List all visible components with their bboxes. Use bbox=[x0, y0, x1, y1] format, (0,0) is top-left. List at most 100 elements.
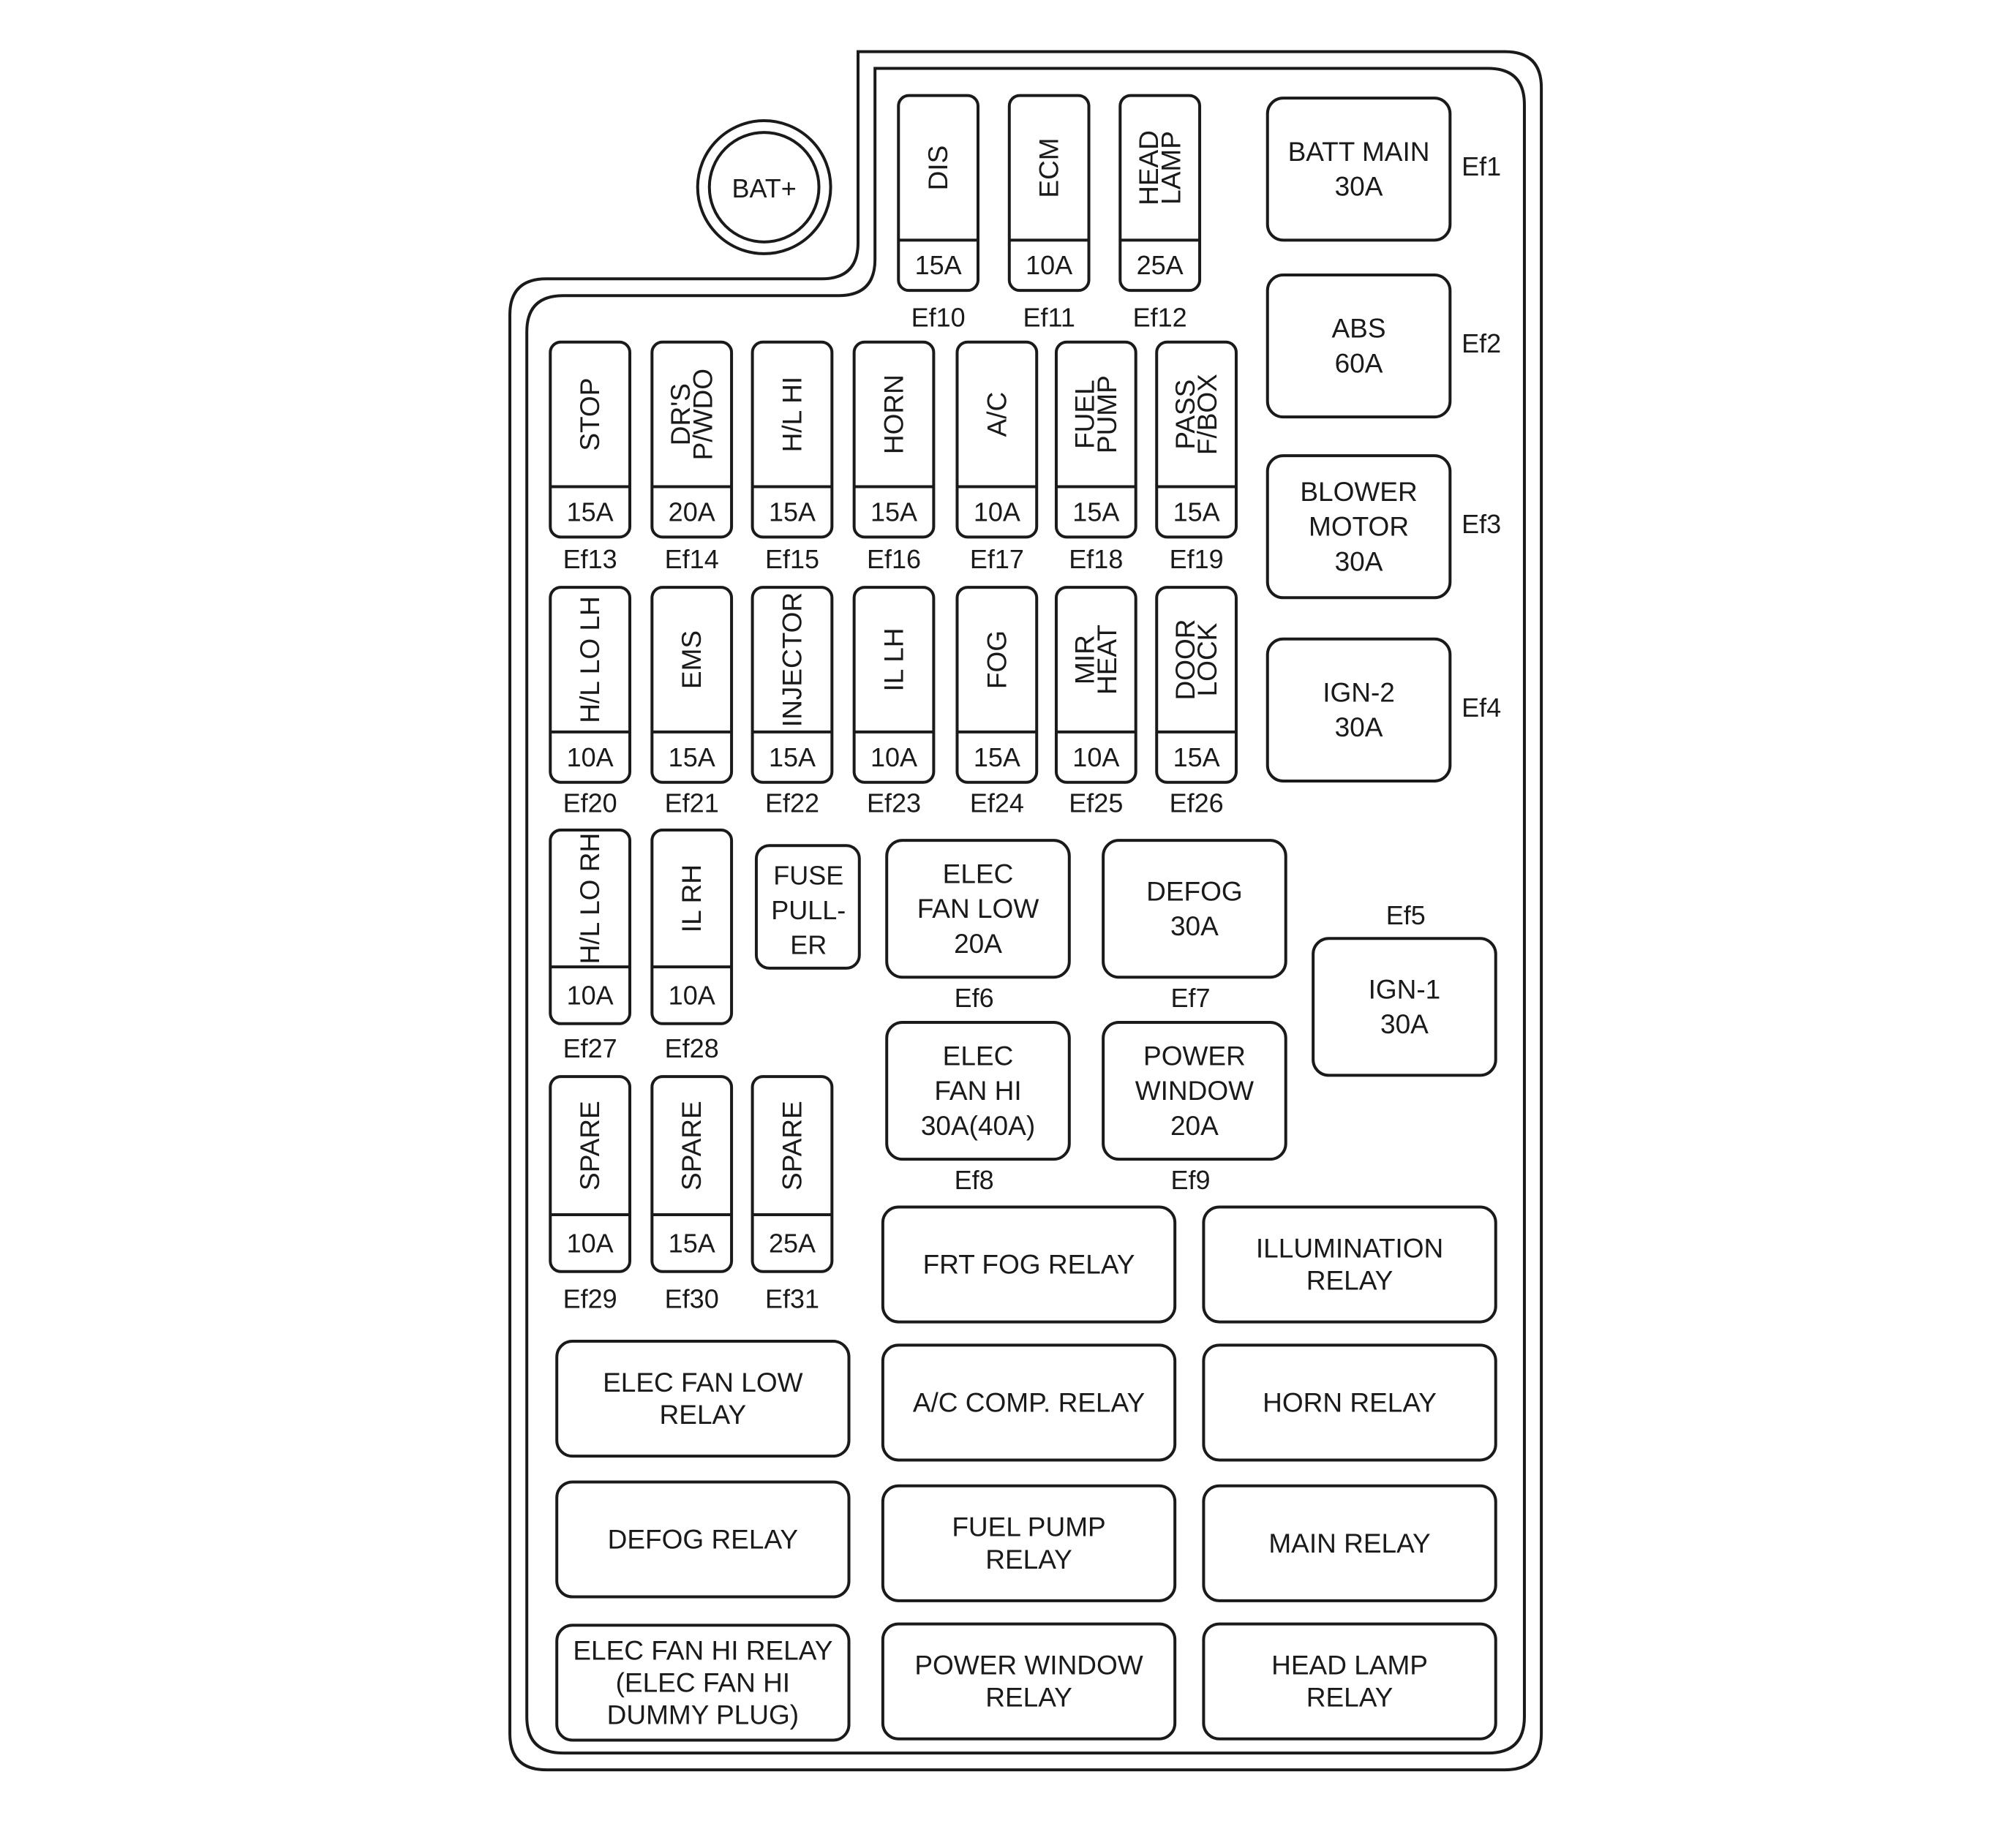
fuse-ef29: SPARE 10A Ef29 bbox=[549, 1075, 632, 1313]
fuse-rating: 25A bbox=[1137, 250, 1184, 280]
fuse-id-label: Ef24 bbox=[970, 788, 1024, 818]
fuse-ef6-label: 20A bbox=[954, 929, 1002, 959]
elec-fan-low-relay-body bbox=[555, 1340, 851, 1458]
fuse-name: H/L LO LH bbox=[575, 596, 605, 723]
fuse-id-label: Ef7 bbox=[1171, 983, 1211, 1013]
fuse-body bbox=[549, 340, 632, 539]
fuse-ef1-label: 30A bbox=[1335, 172, 1383, 202]
fuse-id-label: Ef28 bbox=[665, 1033, 719, 1063]
fuse-name: LOCK bbox=[1192, 622, 1222, 696]
fuse-body bbox=[852, 586, 936, 784]
head-lamp-relay-label: RELAY bbox=[1306, 1683, 1393, 1713]
fuse-id-label: Ef21 bbox=[665, 788, 719, 818]
elec-fan-hi-relay-label: (ELEC FAN HI bbox=[616, 1667, 791, 1697]
fuse-puller-label: ER bbox=[790, 930, 827, 960]
battery-terminal: BAT+ bbox=[696, 119, 832, 255]
fuse-id-label: Ef2 bbox=[1462, 328, 1501, 358]
fuse-rating: 15A bbox=[915, 250, 962, 280]
fuse-ef2-label: 60A bbox=[1335, 348, 1383, 378]
fuse-body bbox=[1118, 94, 1202, 293]
power-window-relay-body bbox=[881, 1622, 1177, 1741]
fuse-rating: 10A bbox=[567, 742, 614, 772]
fuse-puller-label: PULL- bbox=[771, 895, 846, 925]
head-lamp-relay-label: HEAD LAMP bbox=[1271, 1651, 1428, 1681]
fuse-ef2-label: ABS bbox=[1332, 314, 1386, 344]
fuse-name: FOG bbox=[982, 630, 1012, 689]
fuse-ef9-label: WINDOW bbox=[1135, 1076, 1254, 1106]
housing-outer-outline bbox=[508, 50, 1543, 1772]
elec-fan-low-relay-label: ELEC FAN LOW bbox=[603, 1368, 803, 1398]
fuse-id-label: Ef25 bbox=[1069, 788, 1123, 818]
fuse-puller-body bbox=[754, 844, 861, 970]
fuse-rating: 10A bbox=[567, 1228, 614, 1258]
fuse-ef8-body bbox=[885, 1021, 1071, 1161]
fuse-id-label: Ef23 bbox=[867, 788, 921, 818]
fuse-id-label: Ef20 bbox=[563, 788, 617, 818]
fuse-ef5-label: IGN-1 bbox=[1369, 975, 1441, 1005]
fuse-body bbox=[650, 1075, 734, 1273]
fuse-ef1-body bbox=[1265, 97, 1452, 242]
fuse-ef9-body bbox=[1102, 1021, 1287, 1161]
fuse-rating: 15A bbox=[974, 742, 1020, 772]
fuse-rating: 10A bbox=[1072, 742, 1119, 772]
frt-fog-relay-body bbox=[881, 1205, 1177, 1324]
fuse-id-label: Ef29 bbox=[563, 1283, 617, 1313]
fuse-name: LAMP bbox=[1156, 131, 1186, 205]
battery-terminal-inner-ring bbox=[707, 131, 821, 244]
fuse-id-label: Ef31 bbox=[765, 1283, 819, 1313]
fuse-id-label: Ef6 bbox=[955, 983, 994, 1013]
fuse-rating: 15A bbox=[1072, 497, 1119, 527]
fuse-rating: 15A bbox=[769, 742, 816, 772]
fuse-ef3-label: BLOWER bbox=[1300, 477, 1417, 507]
fuse-rating: 10A bbox=[1026, 250, 1072, 280]
fuse-name: SPARE bbox=[575, 1101, 605, 1191]
fuse-ef3-label: 30A bbox=[1335, 546, 1383, 576]
fuse-name: SPARE bbox=[677, 1101, 707, 1191]
frt-fog-relay-label: FRT FOG RELAY bbox=[923, 1250, 1135, 1280]
fuse-name: IL LH bbox=[879, 627, 909, 691]
fuse-id-label: Ef27 bbox=[563, 1033, 617, 1063]
battery-terminal-label: BAT+ bbox=[731, 173, 796, 203]
fuse-ef1-label: BATT MAIN bbox=[1288, 137, 1430, 167]
fuse-name: MIR bbox=[1070, 635, 1100, 685]
fuse-id-label: Ef1 bbox=[1462, 151, 1501, 181]
elec-fan-hi-relay-body bbox=[555, 1624, 851, 1742]
fuse-body bbox=[650, 586, 734, 784]
defog-relay-body bbox=[555, 1480, 851, 1599]
fuse-body bbox=[751, 1075, 834, 1273]
fuse-id-label: Ef13 bbox=[563, 544, 617, 574]
fuse-ef4-label: 30A bbox=[1335, 712, 1383, 742]
fuse-body bbox=[751, 586, 834, 784]
fuse-id-label: Ef16 bbox=[867, 544, 921, 574]
fuse-name: HORN bbox=[879, 374, 909, 454]
fuse-id-label: Ef9 bbox=[1171, 1165, 1211, 1195]
fuse-rating: 20A bbox=[669, 497, 715, 527]
fuse-ef7-label: DEFOG bbox=[1146, 876, 1243, 906]
fuse-body bbox=[1054, 586, 1137, 784]
housing-inner-outline bbox=[525, 67, 1526, 1755]
fuse-body bbox=[751, 340, 834, 539]
fuse-rating: 10A bbox=[870, 742, 917, 772]
fuel-pump-relay-body bbox=[881, 1484, 1177, 1602]
fuse-rating: 10A bbox=[974, 497, 1020, 527]
elec-fan-hi-relay-label: DUMMY PLUG) bbox=[607, 1700, 799, 1730]
fuse-body bbox=[897, 94, 979, 293]
fuse-ef1: BATT MAIN 30A Ef1 bbox=[1265, 97, 1501, 242]
fuse-ef7-body bbox=[1102, 839, 1287, 979]
